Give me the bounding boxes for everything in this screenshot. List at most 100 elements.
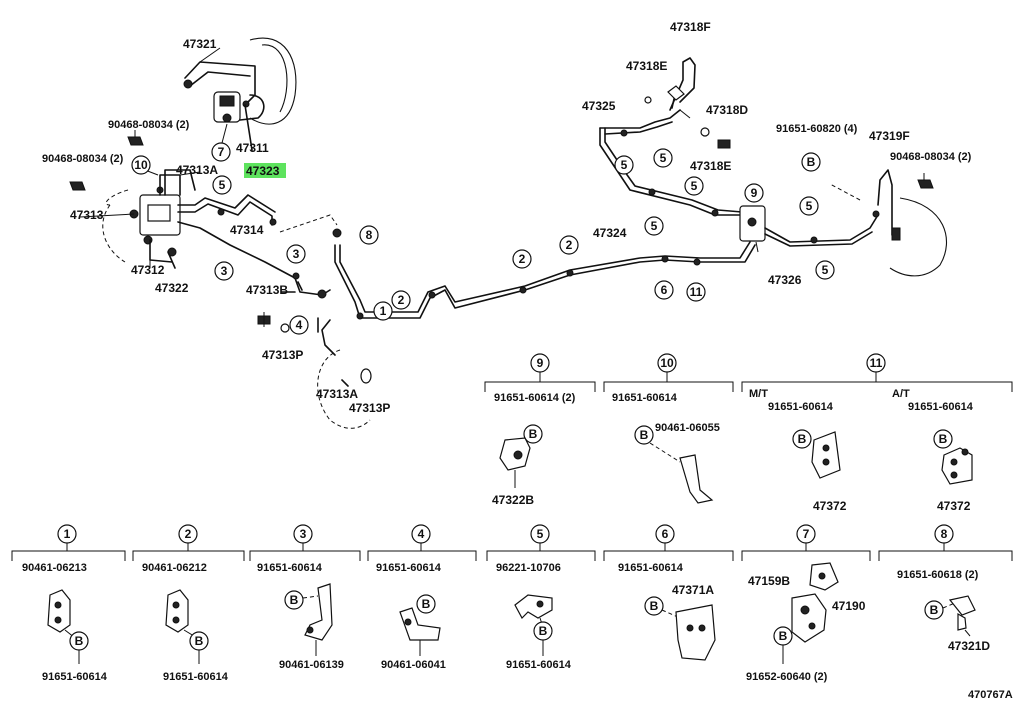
d11-bolt-mt: 91651-60614 bbox=[768, 401, 834, 413]
detail-panel-7: 7 47159B 47190 B 91652-60640 (2) bbox=[741, 524, 871, 683]
callout-10-main: 10 bbox=[131, 155, 151, 175]
d2-top-label: 90461-06212 bbox=[142, 562, 207, 574]
label-47318F: 47318F bbox=[670, 20, 711, 34]
detail-panel-1: 1 90461-06213 B 91651-60614 bbox=[11, 524, 126, 683]
callout-11-main: 11 bbox=[686, 282, 706, 302]
callout-9-main: 9 bbox=[744, 183, 764, 203]
label-47324: 47324 bbox=[593, 226, 627, 240]
svg-text:10: 10 bbox=[660, 356, 674, 370]
label-47313P-b: 47313P bbox=[349, 401, 390, 415]
svg-text:5: 5 bbox=[651, 219, 658, 233]
callout-5-g: 5 bbox=[815, 260, 835, 280]
callout-2-c: 2 bbox=[559, 235, 579, 255]
label-47325: 47325 bbox=[582, 99, 616, 113]
label-47326: 47326 bbox=[768, 273, 802, 287]
svg-text:9: 9 bbox=[537, 356, 544, 370]
detail-panel-4: 4 91651-60614 B 90461-06041 bbox=[367, 524, 477, 671]
callout-5-b: 5 bbox=[614, 155, 634, 175]
d7-bottom-label: 91652-60640 (2) bbox=[746, 671, 828, 683]
svg-text:3: 3 bbox=[300, 527, 307, 541]
svg-text:B: B bbox=[195, 634, 204, 648]
svg-text:5: 5 bbox=[537, 527, 544, 541]
d8-part-label: 47321D bbox=[948, 639, 990, 653]
svg-text:7: 7 bbox=[803, 527, 810, 541]
svg-text:B: B bbox=[290, 593, 299, 607]
d6-part-label: 47371A bbox=[672, 583, 714, 597]
detail-panel-9: 9 91651-60614 (2) B 47322B bbox=[484, 353, 596, 507]
svg-text:5: 5 bbox=[660, 151, 667, 165]
label-47318E-top: 47318E bbox=[626, 59, 667, 73]
svg-text:B: B bbox=[939, 432, 948, 446]
callout-5-d: 5 bbox=[684, 176, 704, 196]
front-brake-hose-area bbox=[257, 291, 372, 429]
svg-text:B: B bbox=[640, 428, 649, 442]
highlight-47323 bbox=[244, 163, 286, 178]
svg-text:B: B bbox=[798, 432, 807, 446]
svg-text:10: 10 bbox=[134, 158, 148, 172]
d9-part-label: 47322B bbox=[492, 493, 534, 507]
svg-text:2: 2 bbox=[566, 238, 573, 252]
svg-text:5: 5 bbox=[621, 158, 628, 172]
svg-text:B: B bbox=[75, 634, 84, 648]
callout-5-c: 5 bbox=[653, 148, 673, 168]
callout-3-a: 3 bbox=[214, 261, 234, 281]
label-47312: 47312 bbox=[131, 263, 165, 277]
detail-panel-11: 11 M/T A/T 91651-60614 91651-60614 B B 4… bbox=[741, 353, 1013, 513]
label-90468-08034-a: 90468-08034 (2) bbox=[108, 119, 190, 131]
d10-bolt-label: 91651-60614 bbox=[612, 392, 678, 404]
svg-text:6: 6 bbox=[661, 283, 668, 297]
svg-text:5: 5 bbox=[822, 263, 829, 277]
label-91651-60820: 91651-60820 (4) bbox=[776, 123, 858, 135]
main-brake-line-47324 bbox=[217, 208, 756, 320]
svg-text:9: 9 bbox=[751, 186, 758, 200]
svg-text:8: 8 bbox=[941, 527, 948, 541]
d5-bottom-label: 91651-60614 bbox=[506, 659, 572, 671]
callout-5-e: 5 bbox=[644, 216, 664, 236]
label-47321: 47321 bbox=[183, 37, 217, 51]
label-47313A-b: 47313A bbox=[316, 387, 358, 401]
label-47311: 47311 bbox=[236, 141, 269, 155]
svg-text:2: 2 bbox=[519, 252, 526, 266]
rear-brake-line-assembly bbox=[599, 57, 948, 277]
d11-mt-label: M/T bbox=[749, 388, 768, 400]
label-47314: 47314 bbox=[230, 223, 264, 237]
svg-text:5: 5 bbox=[219, 178, 226, 192]
d10-part-label: 90461-06055 bbox=[655, 422, 720, 434]
callout-4-main: 4 bbox=[289, 315, 309, 335]
svg-text:B: B bbox=[930, 603, 939, 617]
main-diagram-labels: 47321 47311 90468-08034 (2) 90468-08034 … bbox=[42, 20, 972, 415]
label-90468-08034-c: 90468-08034 (2) bbox=[890, 151, 972, 163]
svg-text:5: 5 bbox=[691, 179, 698, 193]
d11-part-mt: 47372 bbox=[813, 499, 847, 513]
d6-top-label: 91651-60614 bbox=[618, 562, 684, 574]
master-cylinder-assembly bbox=[183, 37, 297, 151]
d1-bottom-label: 91651-60614 bbox=[42, 671, 108, 683]
svg-text:B: B bbox=[422, 597, 431, 611]
d4-top-label: 91651-60614 bbox=[376, 562, 442, 574]
detail-panel-8: 8 91651-60618 (2) B 47321D bbox=[878, 524, 1013, 653]
callout-5-f: 5 bbox=[799, 196, 819, 216]
d2-bottom-label: 91651-60614 bbox=[163, 671, 229, 683]
detail-panel-2: 2 90461-06212 B 91651-60614 bbox=[132, 524, 245, 683]
svg-text:2: 2 bbox=[398, 293, 405, 307]
detail-panel-3: 3 91651-60614 B 90461-06139 bbox=[249, 524, 361, 671]
svg-text:B: B bbox=[529, 427, 538, 441]
d11-bolt-at: 91651-60614 bbox=[908, 401, 974, 413]
label-47318D: 47318D bbox=[706, 103, 748, 117]
detail-panel-6: 6 91651-60614 47371A B bbox=[603, 524, 734, 661]
label-47319F: 47319F bbox=[869, 129, 910, 143]
callout-2-b: 2 bbox=[512, 249, 532, 269]
d9-bolt-label: 91651-60614 (2) bbox=[494, 392, 576, 404]
svg-text:B: B bbox=[807, 155, 816, 169]
svg-text:11: 11 bbox=[690, 285, 703, 299]
detail-panel-5: 5 96221-10706 B 91651-60614 bbox=[486, 524, 596, 671]
svg-text:B: B bbox=[650, 599, 659, 613]
label-47318E-b: 47318E bbox=[690, 159, 731, 173]
callout-B-main: B bbox=[801, 152, 821, 172]
d5-top-label: 96221-10706 bbox=[496, 562, 561, 574]
callout-2-a: 2 bbox=[391, 290, 411, 310]
svg-text:4: 4 bbox=[418, 527, 425, 541]
svg-text:2: 2 bbox=[185, 527, 192, 541]
d8-top-label: 91651-60618 (2) bbox=[897, 569, 979, 581]
